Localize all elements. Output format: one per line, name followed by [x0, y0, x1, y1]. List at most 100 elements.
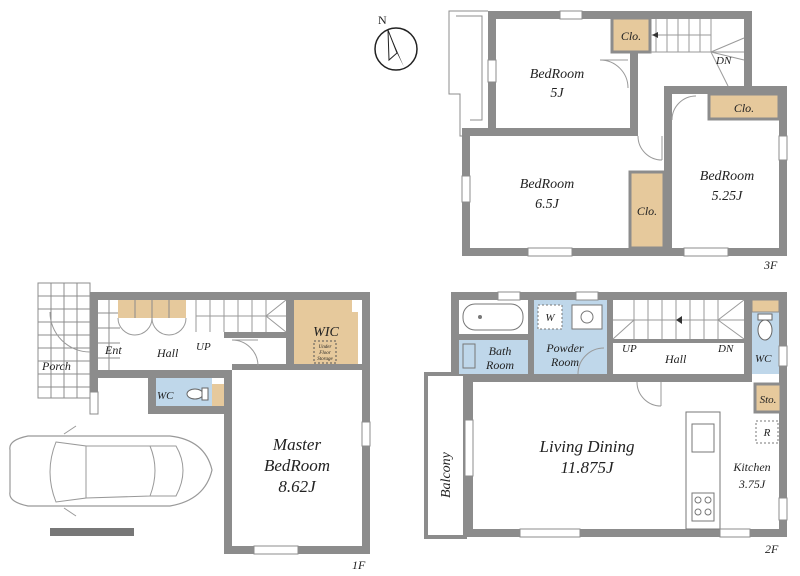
- 1f-wall: [224, 332, 294, 338]
- 1f-wall: [232, 364, 362, 370]
- 1f-wic: [294, 300, 358, 364]
- 1f-window: [89, 391, 99, 415]
- 2f-wall: [607, 300, 613, 374]
- 2f-wall: [451, 374, 752, 382]
- 3f-window: [683, 247, 729, 257]
- 1f-wall: [90, 292, 98, 414]
- 1f-floor-label: 1F: [352, 558, 366, 572]
- 3f-wall: [664, 86, 787, 94]
- 1f-under-floor-storage: [313, 340, 337, 364]
- 3f-wall: [462, 248, 787, 256]
- 3f-wall: [779, 86, 787, 256]
- 3f-door: [671, 95, 697, 121]
- 3f-door: [599, 59, 629, 89]
- 2f-stairs-down-label: DN: [717, 343, 734, 355]
- 2f-stairs: [612, 299, 745, 340]
- 3f-bedroom-5-name: BedRoom: [530, 67, 584, 82]
- 3f-wall: [630, 19, 638, 136]
- 1f-window: [253, 545, 299, 555]
- 3f-window: [559, 10, 583, 20]
- parking-curb: [50, 528, 134, 536]
- 2f-wall: [744, 300, 752, 382]
- 3f-window: [527, 247, 573, 257]
- 2f-window: [778, 345, 788, 367]
- 1f-wc-shelf: [212, 384, 224, 406]
- 1f-wic-label: WIC: [313, 325, 339, 340]
- 1f-master-bedroom-name2: BedRoom: [264, 456, 330, 475]
- 1f-under-floor-storage-line3: Storage: [317, 357, 333, 362]
- 2f-window: [519, 528, 581, 538]
- 3f-wall: [744, 11, 752, 91]
- car-icon: [9, 425, 213, 536]
- 1f-wall: [90, 292, 370, 300]
- 1f-under-floor-storage-line1: Under: [319, 345, 332, 350]
- 1f-wc-label: WC: [157, 390, 174, 402]
- 1f-wall: [148, 370, 156, 414]
- 2f-living-dining-name: Living Dining: [539, 437, 635, 456]
- 1f-master-bedroom-name1: Master: [272, 435, 322, 454]
- 2f-bath-label1: Bath: [489, 344, 512, 358]
- 2f-kitchen-size: 3.75J: [738, 477, 766, 491]
- 2f-powder-room-label2: Room: [550, 355, 579, 369]
- 3f-bedroom-525-name: BedRoom: [700, 169, 754, 184]
- 2f-kitchen-name: Kitchen: [732, 460, 770, 474]
- 1f-under-floor-storage-line2: Floor: [318, 351, 330, 356]
- 2f-storage-label: Sto.: [760, 394, 777, 406]
- 1f-porch-tiles: [37, 282, 91, 399]
- 2f-powder-room-label1: Powder: [545, 341, 584, 355]
- 2f-window: [464, 419, 474, 477]
- 2f-living-dining-size: 11.875J: [560, 458, 614, 477]
- 3f-wall: [462, 128, 638, 136]
- 1f-porch-label: Porch: [41, 359, 71, 373]
- 1f-entry-door: [49, 311, 91, 353]
- 2f-wall: [613, 339, 744, 343]
- 2f-wall: [451, 292, 787, 300]
- 2f-floor-label: 2F: [765, 542, 779, 556]
- 1f-master-bedroom-size: 8.62J: [278, 477, 317, 496]
- 2f-window: [778, 497, 788, 521]
- first-floor: Porch Ent Hall UP WIC Under Floor Storag…: [9, 282, 371, 572]
- compass-north-label: N: [378, 13, 387, 27]
- 1f-door: [231, 339, 259, 367]
- 1f-stairs-up-label: UP: [196, 341, 211, 353]
- third-floor: Clo. DN BedRoom 5J Clo. BedRoom 6.5J Clo…: [448, 10, 788, 272]
- 2f-door: [577, 347, 605, 375]
- 3f-stairs: [650, 19, 745, 87]
- 2f-washer-label: W: [545, 312, 555, 324]
- 2f-storage: [753, 382, 783, 414]
- 2f-window: [719, 528, 751, 538]
- 2f-stove-icon: [691, 492, 715, 522]
- 3f-bedroom-525-size: 5.25J: [712, 189, 744, 204]
- 2f-refrigerator-label: R: [763, 427, 771, 439]
- 1f-entrance-label: Ent: [104, 343, 122, 357]
- 3f-window: [487, 59, 497, 83]
- second-floor: Bath Room W Powder Room UP Hall DN WC St…: [424, 291, 788, 556]
- 2f-wall: [451, 292, 459, 374]
- 1f-window: [361, 421, 371, 447]
- 1f-stairs: [195, 299, 287, 333]
- 1f-wall: [224, 370, 232, 554]
- 3f-closet-mid-label: Clo.: [637, 204, 657, 218]
- 2f-stairs-up-label: UP: [622, 343, 637, 355]
- 3f-closet-right-label: Clo.: [734, 101, 754, 115]
- compass-needle-light: [387, 29, 398, 62]
- 2f-wc-label: WC: [755, 353, 772, 365]
- 3f-bedroom-65-name: BedRoom: [520, 177, 574, 192]
- 2f-window: [575, 291, 599, 301]
- 1f-entrance-tiles: [98, 300, 120, 370]
- 3f-stairs-down-label: DN: [715, 55, 732, 67]
- 2f-hall-label: Hall: [664, 352, 687, 366]
- 1f-toilet-icon: [186, 388, 204, 400]
- 2f-washer: [537, 304, 563, 330]
- 2f-bathtub-icon: [462, 303, 524, 331]
- 2f-toilet-icon: [757, 319, 773, 341]
- 3f-light-well-inner: [456, 15, 483, 121]
- 3f-bedroom-65-size: 6.5J: [535, 197, 560, 212]
- 2f-wall: [779, 292, 787, 537]
- 2f-refrigerator: [755, 420, 779, 444]
- 3f-closet-mid: [628, 170, 666, 250]
- 1f-wall: [90, 370, 232, 378]
- 3f-window: [778, 135, 788, 161]
- 3f-wall: [664, 86, 672, 256]
